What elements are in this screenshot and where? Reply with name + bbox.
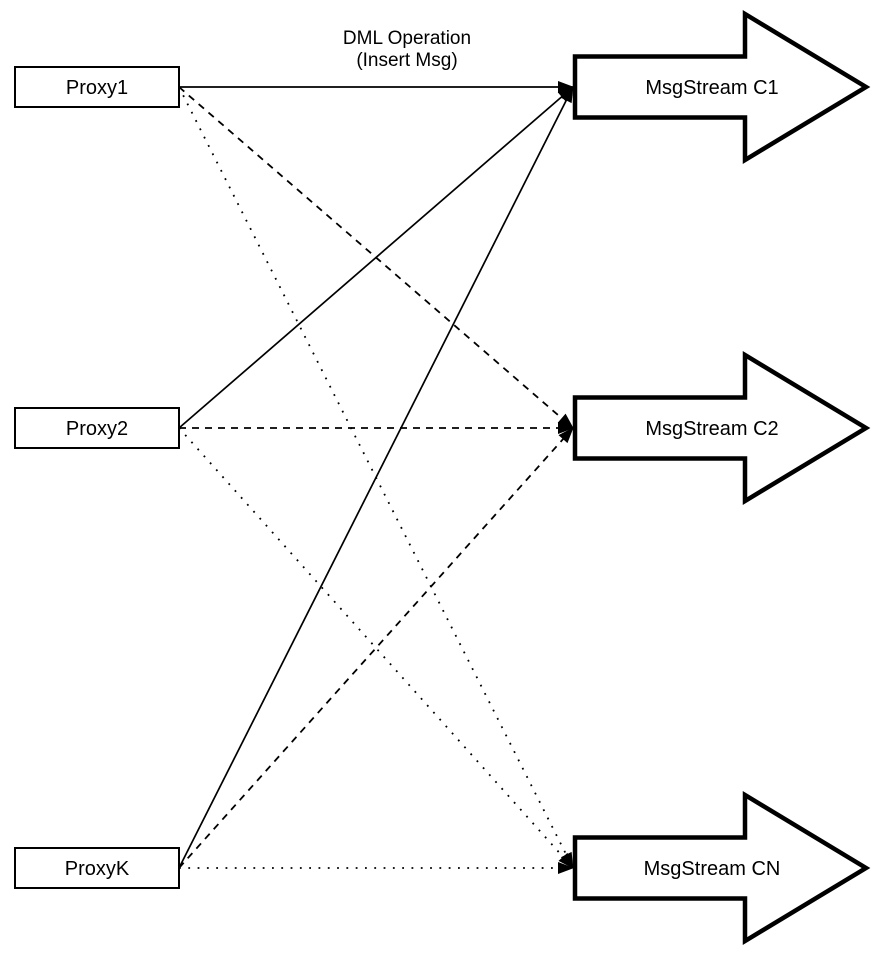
annotation-line-1: DML Operation [343, 28, 471, 49]
c1-label: MsgStream C1 [645, 77, 778, 99]
c2-arrow-shape [572, 351, 871, 505]
proxy2-label: Proxy2 [66, 418, 128, 440]
proxy2-box [14, 407, 180, 449]
cn-arrow-shape [572, 791, 871, 945]
stream-nodes-layer: MsgStream C1 MsgStream C2 MsgStream CN [572, 10, 871, 945]
proxy1-box [14, 66, 180, 108]
proxyK-label: ProxyK [65, 858, 130, 880]
annotation-line-2: (Insert Msg) [356, 50, 457, 71]
edge-proxyK-c1 [178, 86, 574, 869]
proxyK-box [14, 847, 180, 889]
proxy1-label: Proxy1 [66, 77, 128, 99]
c2-label: MsgStream C2 [645, 418, 778, 440]
c1-arrow-shape [572, 10, 871, 164]
cn-label: MsgStream CN [644, 858, 781, 880]
edges-layer [178, 81, 574, 874]
edge-proxy2-c1 [178, 86, 574, 429]
